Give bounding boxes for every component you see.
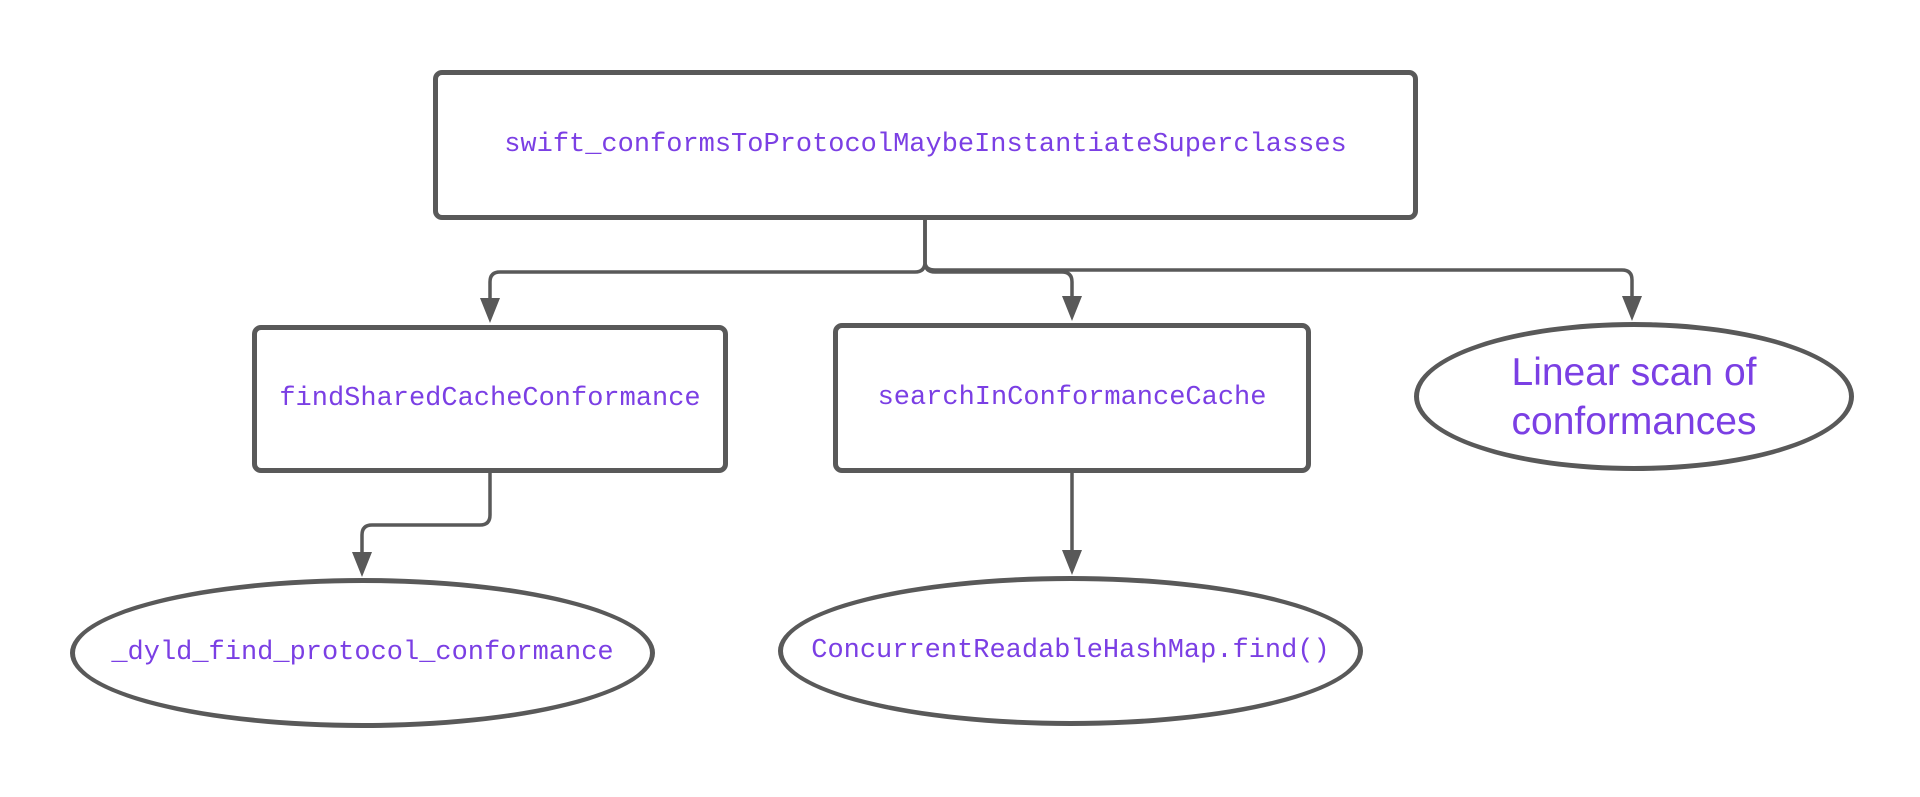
- shared-cache-label: findSharedCacheConformance: [279, 384, 701, 414]
- edge-root-to-shared-cache: [488, 218, 927, 300]
- hashmap-find-label: ConcurrentReadableHashMap.find(): [811, 636, 1330, 666]
- dyld-find-label: _dyld_find_protocol_conformance: [111, 638, 614, 668]
- shared-cache-node: findSharedCacheConformance: [252, 325, 728, 473]
- arrowhead-conformance-cache: [1062, 296, 1082, 321]
- hashmap-find-node: ConcurrentReadableHashMap.find(): [778, 576, 1363, 726]
- edge-root-to-linear-scan: [923, 218, 1634, 298]
- root-function-label: swift_conformsToProtocolMaybeInstantiate…: [504, 130, 1347, 160]
- arrowhead-shared-cache: [480, 298, 500, 323]
- edge-shared-cache-to-dyld: [360, 470, 492, 555]
- root-function-node: swift_conformsToProtocolMaybeInstantiate…: [433, 70, 1418, 220]
- edge-root-to-conformance-cache: [923, 218, 1074, 298]
- arrowhead-linear-scan: [1622, 296, 1642, 321]
- linear-scan-label: Linear scan of conformances: [1511, 350, 1757, 443]
- arrowhead-dyld: [352, 552, 372, 577]
- arrowhead-hashmap: [1062, 550, 1082, 575]
- conformance-cache-label: searchInConformanceCache: [877, 383, 1267, 413]
- conformance-cache-node: searchInConformanceCache: [833, 323, 1311, 473]
- linear-scan-node: Linear scan of conformances: [1414, 322, 1854, 471]
- dyld-find-node: _dyld_find_protocol_conformance: [70, 578, 655, 728]
